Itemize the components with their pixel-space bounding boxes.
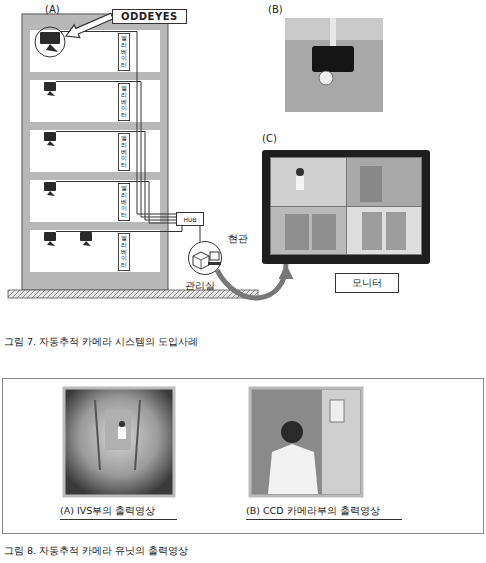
hub-box: HUB	[176, 212, 204, 226]
floor	[30, 230, 160, 272]
wires	[56, 32, 200, 242]
ccd-image	[250, 388, 362, 496]
figure-caption: 그림 7. 자동추적 카메라 시스템의 도입사례	[4, 336, 198, 349]
office-circle: 관리실	[188, 241, 222, 275]
image-caption: (A) IVS부의 출력영상	[60, 505, 177, 520]
elevator-box: 엘리베이터	[118, 133, 130, 171]
ground	[8, 290, 258, 298]
panel-frame	[3, 379, 484, 534]
figure-caption: 그림 8. 자동추적 카메라 유닛의 출력영상	[4, 545, 188, 558]
ivs-image	[64, 388, 174, 496]
monitor-screen	[262, 150, 430, 264]
camera-photo	[285, 18, 383, 112]
node-text: HUB	[183, 216, 196, 223]
panel-letter: (B)	[268, 4, 283, 15]
office-icons	[193, 252, 221, 269]
node-text: 엘리베이터	[121, 35, 127, 69]
camera-icons	[40, 32, 92, 246]
building-wall	[22, 14, 168, 290]
flow-arrow	[217, 264, 286, 298]
pointer-arrow	[66, 13, 113, 37]
monitor-frame: (C)	[262, 150, 430, 264]
elevator-box: 엘리베이터	[118, 183, 130, 221]
node-heading: 관리실	[185, 279, 215, 293]
label-box: ODDEYES	[112, 9, 187, 24]
node-heading: (C)	[262, 133, 277, 144]
floor	[30, 30, 160, 72]
node-text: 엘리베이터	[121, 185, 127, 219]
node-text: 엘리베이터	[121, 235, 127, 269]
node-text: ODDEYES	[121, 11, 178, 22]
highlight-circle	[35, 27, 65, 57]
room-label: 현관	[228, 232, 248, 246]
node-text: 엘리베이터	[121, 85, 127, 119]
elevator-box: 엘리베이터	[118, 33, 130, 71]
elevator-box: 엘리베이터	[118, 83, 130, 121]
panel-letter: (A)	[45, 4, 60, 15]
image-caption: (B) CCD 카메라부의 출력영상	[246, 505, 402, 520]
monitor-label-box: 모니터	[335, 273, 399, 293]
node-text: 모니터	[352, 276, 382, 290]
node-text: 엘리베이터	[121, 135, 127, 169]
elevator-box: 엘리베이터	[118, 233, 130, 271]
